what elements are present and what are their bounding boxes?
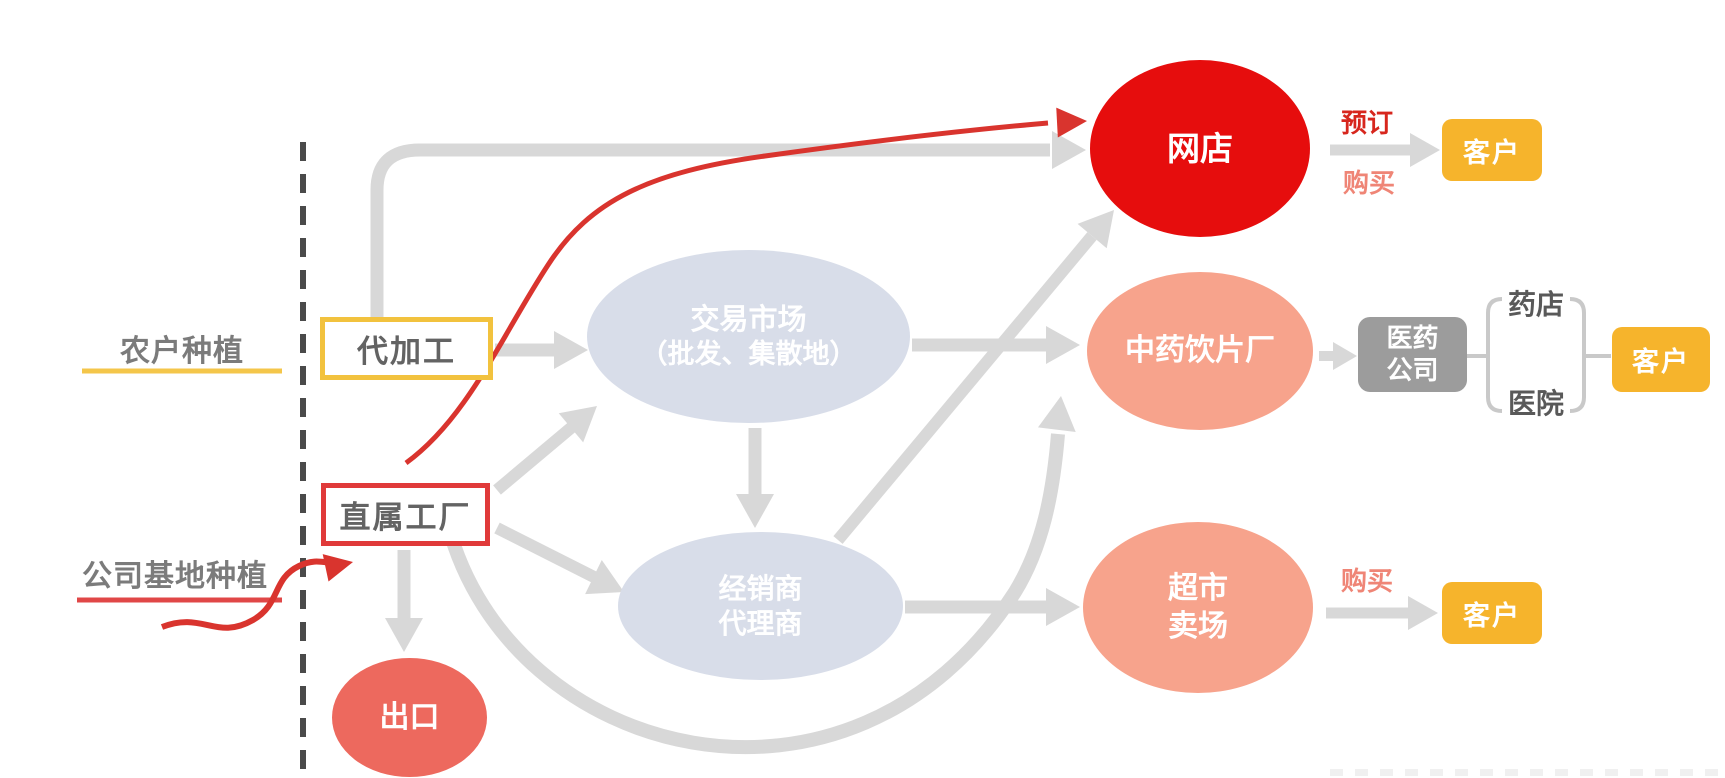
edge-contract-to-onlinestore [370,143,1050,320]
cropped-watermark [1330,769,1720,776]
bracket-left [1486,297,1503,413]
node-pharmacy: 药店 [1507,289,1564,320]
label-purchase-top: 购买 [1343,168,1396,198]
edge-companybase-to-factory-red [160,558,333,631]
node-hospital: 医院 [1507,388,1564,419]
arrowhead [1052,131,1086,169]
label-farmer-planting: 农户种植 [120,335,244,368]
label-company-base-planting: 公司基地种植 [82,560,268,593]
node-supermarket: 超市 卖场 [1083,522,1313,693]
edge-factory-to-tcm-arc [441,433,1065,755]
label-preorder: 预订 [1341,108,1394,138]
edge-factory-to-market [493,422,576,495]
node-direct-factory: 直属工厂 [321,483,490,546]
node-contract-processing: 代加工 [320,317,493,380]
node-tcm-slice-factory: 中药饮片厂 [1087,272,1313,430]
node-distributor-agent: 经销商 代理商 [618,532,903,680]
node-export: 出口 [332,658,487,777]
edge-factory-to-distributor [494,522,597,583]
bracket-right [1569,297,1586,413]
node-pharma-company: 医药 公司 [1358,317,1467,392]
edge-distributor-to-onlinestore [833,232,1097,544]
node-customer-top: 客户 [1442,119,1542,181]
node-customer-bottom: 客户 [1442,582,1542,644]
node-trading-market: 交易市场 （批发、集散地） [587,250,910,423]
node-online-store: 网店 [1090,60,1310,237]
label-purchase-bottom: 购买 [1341,566,1394,596]
node-customer-middle: 客户 [1612,327,1710,392]
